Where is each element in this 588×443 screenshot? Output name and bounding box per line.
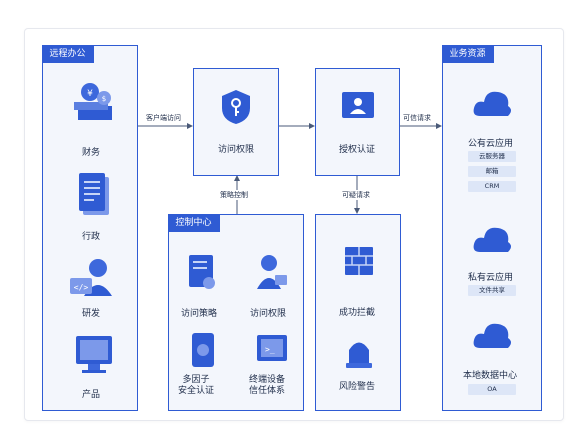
chip-crm: CRM bbox=[468, 181, 516, 192]
firewall-icon bbox=[345, 247, 373, 275]
mfa-device-icon bbox=[192, 333, 214, 367]
user-card-icon bbox=[342, 92, 374, 118]
chip-oa: OA bbox=[468, 384, 516, 395]
remote-item-admin: 行政 bbox=[82, 232, 101, 242]
remote-office-title: 远程办公 bbox=[41, 44, 94, 63]
control-item-device: 终端设备 信任体系 bbox=[249, 375, 285, 397]
svg-text:$: $ bbox=[102, 95, 106, 103]
chip-cloud-server: 云服务器 bbox=[468, 151, 516, 162]
remote-item-product: 产品 bbox=[82, 390, 101, 400]
chip-email: 邮箱 bbox=[468, 166, 516, 177]
private-cloud-icon bbox=[473, 227, 511, 252]
mfa-line-1: 多因子 bbox=[182, 375, 210, 385]
control-center-title: 控制中心 bbox=[167, 213, 220, 232]
result-item-blocked: 成功拦截 bbox=[339, 308, 376, 318]
svg-text:>_: >_ bbox=[265, 345, 275, 354]
result-item-warning: 风险警告 bbox=[339, 382, 376, 392]
chip-file-share: 文件共享 bbox=[468, 285, 516, 296]
label-client-access: 客户端访问 bbox=[146, 114, 181, 122]
shield-key-icon bbox=[222, 90, 250, 124]
remote-item-finance: 财务 bbox=[82, 148, 101, 158]
finance-icon: ¥ $ bbox=[74, 83, 112, 120]
user-lock-icon bbox=[257, 255, 287, 289]
monitor-icon bbox=[76, 336, 112, 373]
label-policy-control: 策略控制 bbox=[219, 190, 249, 200]
control-center-panel: 控制中心 bbox=[167, 213, 304, 411]
remote-item-rnd: 研发 bbox=[82, 309, 101, 319]
control-item-access: 访问权限 bbox=[250, 309, 287, 319]
policy-doc-icon bbox=[189, 255, 215, 289]
authorization-box bbox=[315, 68, 400, 176]
control-item-mfa: 多因子 安全认证 bbox=[178, 375, 214, 397]
alarm-light-icon bbox=[346, 342, 372, 368]
device-line-1: 终端设备 bbox=[249, 375, 286, 385]
authorization-label: 授权认证 bbox=[339, 145, 376, 155]
document-icon bbox=[79, 173, 109, 215]
group-public-cloud: 公有云应用 bbox=[468, 139, 514, 149]
local-datacenter-icon bbox=[473, 323, 511, 348]
access-permission-label: 访问权限 bbox=[218, 145, 255, 155]
svg-text:¥: ¥ bbox=[87, 89, 93, 99]
group-private-cloud: 私有云应用 bbox=[468, 273, 514, 283]
business-resources-title: 业务资源 bbox=[441, 44, 494, 63]
result-panel bbox=[315, 214, 401, 411]
public-cloud-icon bbox=[473, 91, 511, 116]
mfa-line-2: 安全认证 bbox=[178, 386, 215, 396]
terminal-icon: >_ bbox=[257, 335, 287, 361]
developer-icon: </> bbox=[70, 259, 112, 296]
control-item-policy: 访问策略 bbox=[181, 309, 218, 319]
group-local-datacenter: 本地数据中心 bbox=[463, 371, 518, 381]
device-line-2: 信任体系 bbox=[249, 386, 286, 396]
label-suspicious-request: 可疑请求 bbox=[341, 190, 371, 200]
label-trusted-request: 可信请求 bbox=[403, 114, 431, 122]
svg-text:</>: </> bbox=[74, 283, 89, 292]
